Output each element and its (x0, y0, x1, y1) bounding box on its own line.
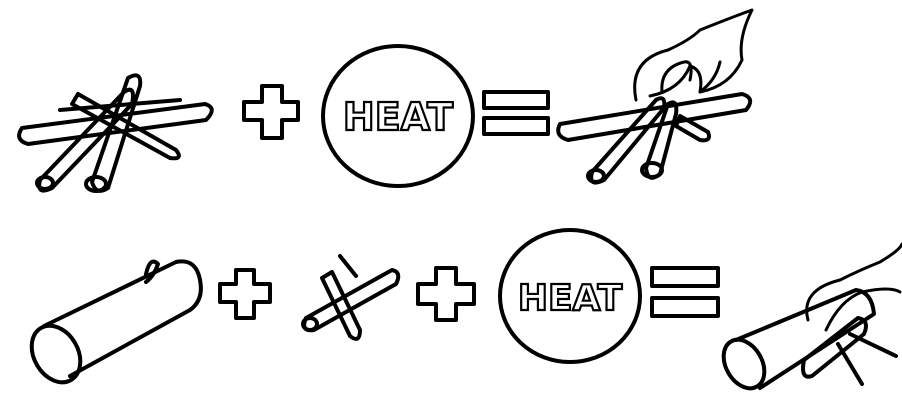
log-icon (22, 261, 201, 391)
plus-icon (244, 86, 298, 138)
heat-circle: HEAT (500, 230, 640, 362)
fire-icon (558, 10, 752, 183)
heat-circle: HEAT (323, 46, 473, 186)
plus-icon (418, 268, 474, 320)
stick-pile-icon (19, 75, 212, 191)
equals-icon (484, 92, 548, 134)
heat-label: HEAT (343, 95, 453, 139)
heat-label: HEAT (518, 278, 623, 319)
plus-icon (220, 270, 270, 318)
row-2: HEAT (22, 230, 902, 395)
log-fire-icon (715, 244, 902, 395)
equals-icon (652, 268, 718, 316)
sticks-icon (303, 256, 398, 339)
row-1: HEAT (19, 10, 752, 191)
